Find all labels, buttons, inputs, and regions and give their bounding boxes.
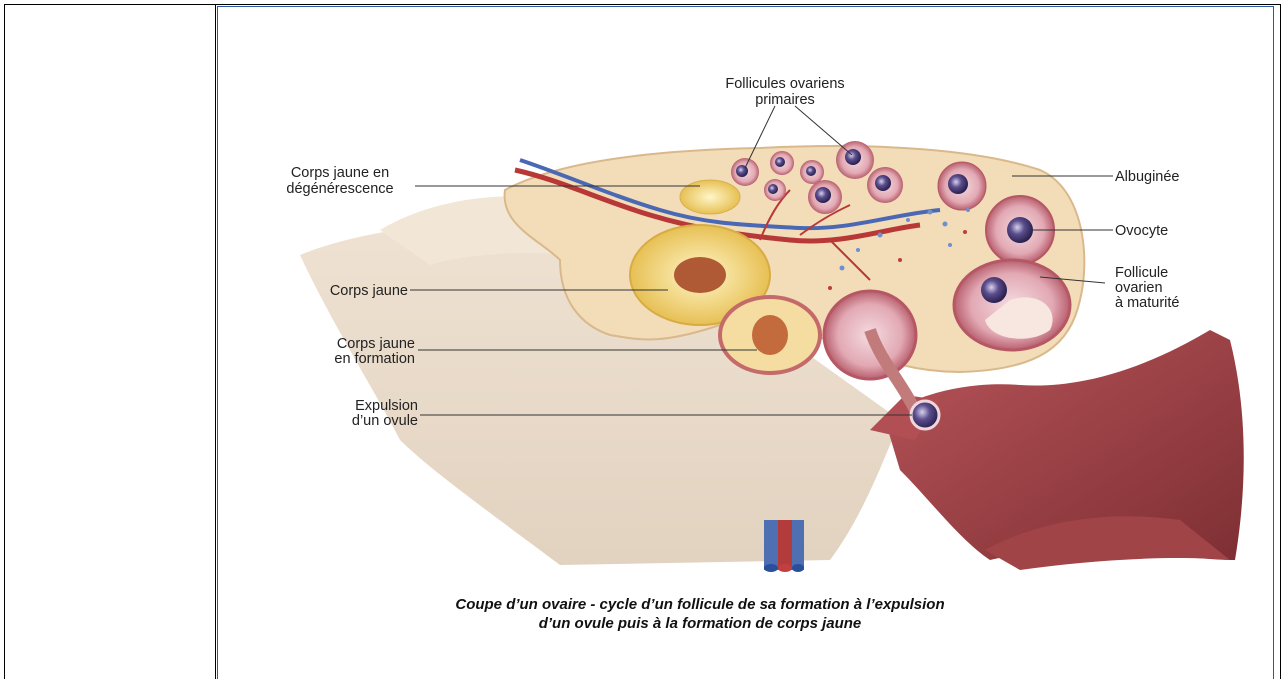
label-mature-follicle-1: Follicule [1115,265,1168,281]
growing-follicle-oocyte [948,174,968,194]
label-primary-follicles-1: Follicules ovariens [725,76,844,92]
label-mature-follicle-3: à maturité [1115,295,1179,311]
label-forming-cl-1: Corps jaune [337,336,415,352]
degenerating-corpus-luteum [680,180,740,214]
label-forming-cl-2: en formation [334,351,415,367]
label-degenerating-cl-2: dégénérescence [286,181,393,197]
label-oocyte: Ovocyte [1115,223,1168,239]
caption-line-1: Coupe d’un ovaire - cycle d’un follicule… [455,596,944,613]
forming-corpus-luteum-center [752,315,788,355]
expelled-ovum [911,401,939,429]
label-mature-follicle-2: ovarien [1115,280,1163,296]
label-corpus-luteum: Corps jaune [330,283,408,299]
caption-line-2: d’un ovule puis à la formation de corps … [539,615,862,632]
label-degenerating-cl-1: Corps jaune en [291,165,389,181]
label-ovulation-1: Expulsion [355,398,418,414]
label-primary-follicles-2: primaires [755,92,815,108]
mature-follicle-oocyte [981,277,1007,303]
oocyte [1007,217,1033,243]
corpus-luteum-center [674,257,726,293]
blood-vessel-bottom [764,520,804,572]
label-albuginea: Albuginée [1115,169,1180,185]
label-ovulation-2: d’un ovule [352,413,418,429]
